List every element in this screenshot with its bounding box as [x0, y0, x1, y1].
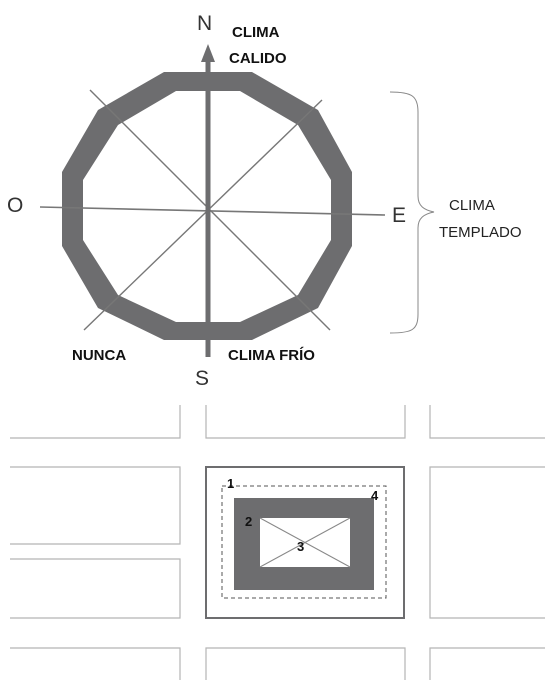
- central-plot: [205, 466, 405, 619]
- west-label: O: [7, 194, 23, 217]
- city-block: [205, 647, 406, 680]
- marker-1: 1: [227, 476, 234, 491]
- city-block: [429, 466, 545, 619]
- north-label: N: [197, 12, 212, 35]
- city-block: [429, 405, 545, 439]
- north-arrow-icon: [201, 44, 215, 62]
- city-block: [10, 647, 181, 680]
- temperate-zone-brace: [389, 91, 435, 334]
- block-plan: 1 2 3 4: [10, 405, 545, 680]
- compass-diagram: N S E O CLIMA CALIDO NUNCA CLIMA FRÍO CL…: [7, 12, 522, 390]
- east-label: E: [392, 204, 406, 227]
- marker-3: 3: [297, 539, 304, 554]
- city-block: [10, 405, 181, 439]
- east-west-axis: [39, 206, 386, 216]
- zone-south-east: CLIMA FRÍO: [228, 347, 315, 364]
- zone-north-line1: CLIMA: [232, 24, 280, 41]
- city-block: [429, 647, 545, 680]
- south-label: S: [195, 367, 209, 390]
- zone-east-line1: CLIMA: [449, 197, 495, 214]
- building-diagonal: [259, 517, 351, 568]
- city-block: [10, 466, 181, 545]
- zone-south-west: NUNCA: [72, 347, 126, 364]
- diagonal-line-ne-sw: [83, 99, 323, 331]
- marker-2: 2: [245, 514, 252, 529]
- building-footprint: [234, 498, 374, 590]
- city-block: [10, 558, 181, 619]
- zone-north-line2: CALIDO: [229, 50, 287, 67]
- setback-line: [221, 485, 387, 599]
- city-block: [205, 405, 406, 439]
- zone-east-line2: TEMPLADO: [439, 224, 522, 241]
- marker-4: 4: [371, 488, 379, 503]
